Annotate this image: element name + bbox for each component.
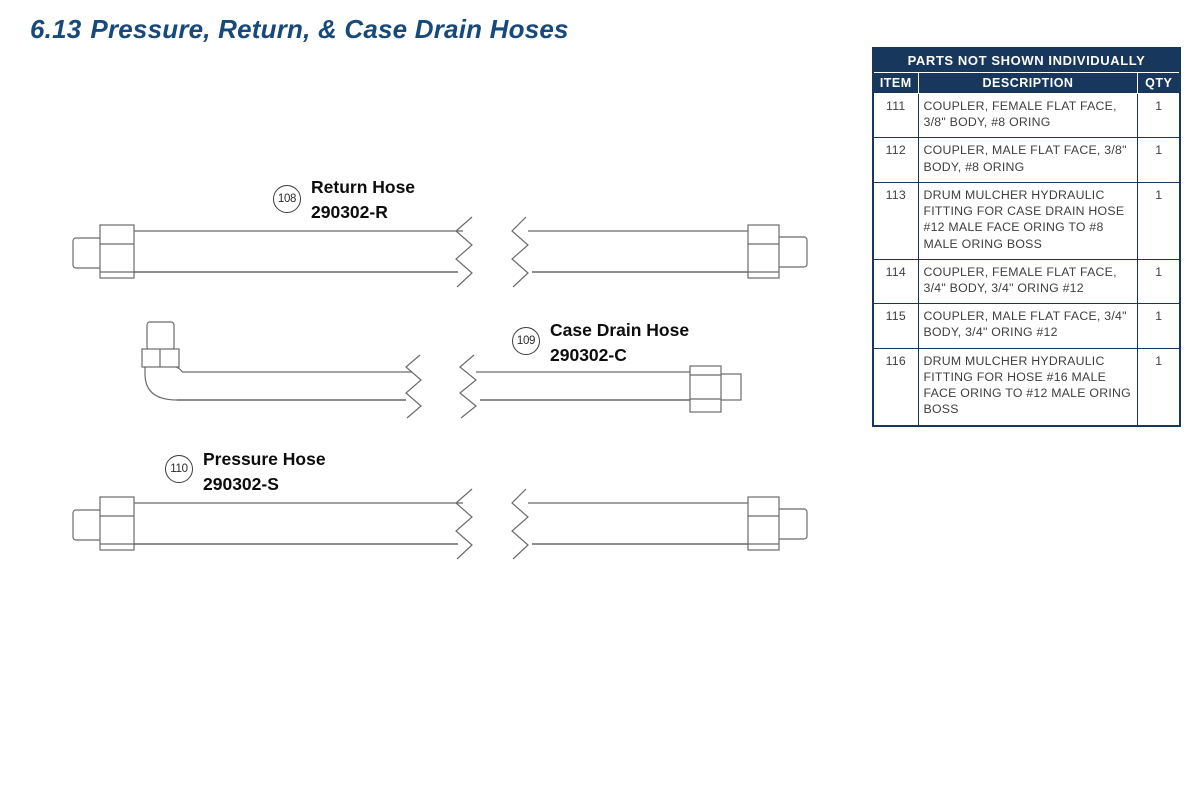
pressure-hose-label: Pressure Hose 290302-S (203, 447, 326, 496)
hose-break-symbol (511, 216, 529, 288)
hose-segment-left (134, 502, 463, 545)
callout-circle-return-hose: 108 (273, 185, 301, 213)
parts-table-body: 111 COUPLER, FEMALE FLAT FACE, 3/8" BODY… (872, 92, 1181, 427)
callout-circle-pressure-hose: 110 (165, 455, 193, 483)
hose-part-number: 290302-R (311, 201, 388, 222)
hose-name: Return Hose (311, 177, 416, 197)
hose-name: Pressure Hose (203, 449, 326, 469)
part-description: COUPLER, MALE FLAT FACE, 3/8" BODY, #8 O… (917, 137, 1139, 183)
hose-part-number: 290302-C (550, 344, 627, 365)
part-item-number: 115 (872, 303, 919, 349)
hose-break-symbol (511, 488, 529, 560)
hose-segment-right (476, 371, 690, 401)
column-header-description: DESCRIPTION (917, 72, 1139, 94)
hose-segment-right (528, 502, 748, 545)
hose-fitting-right (747, 496, 808, 551)
part-description: COUPLER, FEMALE FLAT FACE, 3/8" BODY, #8… (917, 92, 1139, 139)
hose-segment-right (528, 230, 748, 273)
part-description: DRUM MULCHER HYDRAULIC FITTING FOR CASE … (917, 181, 1139, 260)
hose-fitting-right (689, 365, 742, 413)
parts-table-row: 116 DRUM MULCHER HYDRAULIC FITTING FOR H… (872, 347, 1181, 427)
hose-break-symbol (405, 354, 422, 419)
hose-fitting-left (72, 496, 135, 551)
part-item-number: 114 (872, 258, 919, 305)
part-item-number: 111 (872, 92, 919, 139)
part-qty: 1 (1137, 303, 1181, 349)
parts-table-row: 114 COUPLER, FEMALE FLAT FACE, 3/4" BODY… (872, 258, 1181, 305)
part-item-number: 116 (872, 347, 919, 427)
column-header-item: ITEM (872, 72, 919, 94)
hose-break-symbol (459, 354, 477, 419)
callout-circle-case-drain-hose: 109 (512, 327, 540, 355)
section-number: 6.13 (30, 14, 82, 44)
parts-table-row: 115 COUPLER, MALE FLAT FACE, 3/4" BODY, … (872, 303, 1181, 349)
part-item-number: 112 (872, 137, 919, 183)
parts-table-title: PARTS NOT SHOWN INDIVIDUALLY (872, 47, 1181, 73)
hose-fitting-right (747, 224, 808, 279)
page-title: 6.13 Pressure, Return, & Case Drain Hoses (30, 14, 569, 45)
parts-not-shown-table: PARTS NOT SHOWN INDIVIDUALLY ITEM DESCRI… (872, 47, 1181, 427)
part-description: DRUM MULCHER HYDRAULIC FITTING FOR HOSE … (917, 347, 1139, 427)
parts-table-row: 113 DRUM MULCHER HYDRAULIC FITTING FOR C… (872, 181, 1181, 260)
part-description: COUPLER, MALE FLAT FACE, 3/4" BODY, 3/4"… (917, 303, 1139, 349)
hose-segment-left (134, 230, 463, 273)
elbow-fitting (141, 321, 183, 401)
hose-break-symbol (455, 216, 473, 288)
return-hose-diagram (72, 216, 808, 288)
section-title: Pressure, Return, & Case Drain Hoses (90, 14, 569, 44)
part-item-number: 113 (872, 181, 919, 260)
parts-table-row: 112 COUPLER, MALE FLAT FACE, 3/8" BODY, … (872, 137, 1181, 183)
case-drain-hose-diagram (141, 321, 742, 419)
part-description: COUPLER, FEMALE FLAT FACE, 3/4" BODY, 3/… (917, 258, 1139, 305)
column-header-qty: QTY (1137, 72, 1181, 94)
parts-table-title-row: PARTS NOT SHOWN INDIVIDUALLY (872, 47, 1181, 73)
parts-table-row: 111 COUPLER, FEMALE FLAT FACE, 3/8" BODY… (872, 92, 1181, 139)
part-qty: 1 (1137, 92, 1181, 139)
part-qty: 1 (1137, 181, 1181, 260)
return-hose-label: Return Hose 290302-R (311, 175, 415, 224)
case-drain-hose-label: Case Drain Hose 290302-C (550, 318, 689, 367)
pressure-hose-diagram (72, 488, 808, 560)
hose-break-symbol (455, 488, 473, 560)
part-qty: 1 (1137, 347, 1181, 427)
hose-name: Case Drain Hose (550, 320, 690, 340)
parts-table-header-row: ITEM DESCRIPTION QTY (872, 72, 1181, 94)
part-qty: 1 (1137, 137, 1181, 183)
hose-segment-left (177, 371, 412, 401)
hose-part-number: 290302-S (203, 473, 279, 494)
hose-fitting-left (72, 224, 135, 279)
part-qty: 1 (1137, 258, 1181, 305)
